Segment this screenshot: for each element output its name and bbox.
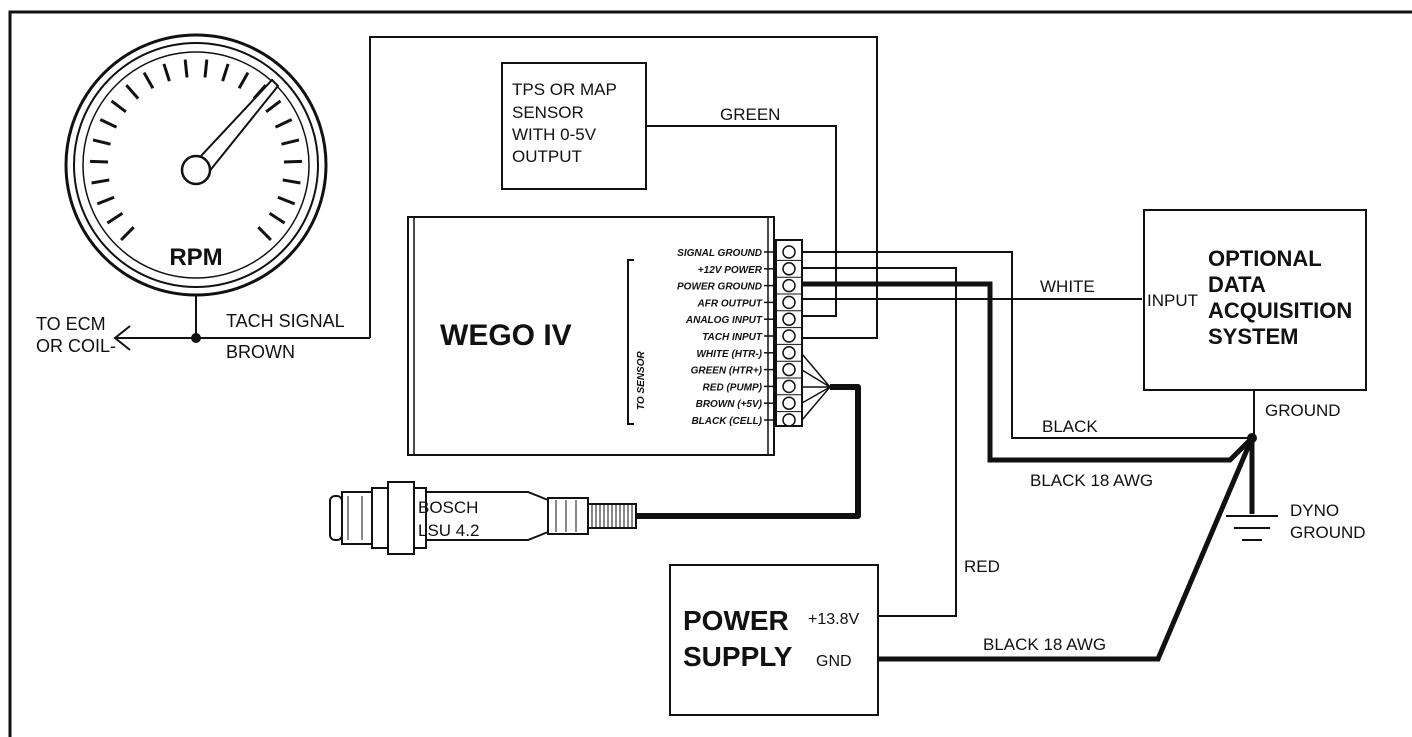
pin-label: TACH INPUT [702,332,763,343]
brown-wire-label: BROWN [226,342,295,362]
terminal-screw [782,262,796,276]
black-wire-label: BLACK [1042,417,1098,436]
dyno-label-line2: GROUND [1290,523,1366,542]
terminal-screw [782,312,796,326]
tps-map-sensor-box [501,62,647,190]
bosch-label-line2: LSU 4.2 [418,521,479,540]
gauge-tick [142,71,155,90]
page-border [8,10,1412,737]
das-line-2: DATA [1208,272,1266,297]
sensor-bracket [627,259,634,425]
arrow-left-icon [113,325,131,351]
pin-label: WHITE (HTR-) [696,349,762,360]
red-wire-label: RED [964,557,1000,576]
gauge-label: RPM [169,244,222,271]
gauge-tick [237,71,250,90]
gauge-tick [96,195,115,206]
ecm-label-line1: TO ECM [36,314,106,334]
gauge-tick [257,226,273,242]
das-line-1: OPTIONAL [1208,246,1322,271]
gauge-tick [162,63,171,82]
bosch-o2-sensor [329,481,637,555]
gauge-tick [221,63,230,82]
to-sensor-label: TO SENSOR [636,351,647,410]
terminal-screw [782,379,796,394]
power-supply-line2: SUPPLY [683,641,793,672]
supply-ground-wire [878,437,1255,662]
gauge-tick [90,159,109,164]
pin-label: ANALOG INPUT [685,315,763,326]
gauge-tick [283,159,302,164]
das-line-3: ACQUISITION [1208,298,1352,323]
signal-ground-wire [802,251,1248,439]
pin-label: POWER GROUND [677,282,762,293]
green-wire-label: GREEN [720,105,780,124]
red-wire [802,267,957,617]
terminal-screw [782,295,796,310]
terminal-screw [782,362,796,377]
gauge-tick [203,59,209,78]
sensor-harness [636,353,861,519]
wire-runs [802,251,1255,662]
ecm-label-line2: OR COIL- [36,336,116,356]
pin-label: SIGNAL GROUND [677,248,762,259]
power-ground-wire [802,281,1254,463]
terminal-screw [782,346,796,360]
das-input-label: INPUT [1147,291,1198,310]
das-line-4: SYSTEM [1208,324,1298,349]
tach-signal-wire [113,36,878,351]
gauge-tick [274,118,293,129]
ground-junction [1247,433,1257,443]
gauge-hub [180,154,212,186]
gauge-tick [110,99,127,114]
gauge-tick [277,195,296,206]
gauge-tick [268,212,286,225]
pin-label: AFR OUTPUT [697,298,763,309]
terminal-screw [782,329,796,343]
black18-top-label: BLACK 18 AWG [1030,471,1153,490]
pin-label: GREEN (HTR+) [691,366,763,377]
tach-signal-label: TACH SIGNAL [226,311,345,331]
das-ground-label: GROUND [1265,401,1341,420]
terminal-screw [782,245,796,259]
terminal-screw [782,278,796,293]
sensor-line-1: TPS OR MAP [512,80,617,99]
pin-label: +12V POWER [698,265,763,276]
gauge-tick [125,84,140,100]
pin-labels: SIGNAL GROUND +12V POWER POWER GROUND AFR O… [677,245,802,427]
pin-label: RED (PUMP) [703,382,763,393]
positive-terminal-label: +13.8V [808,611,859,628]
black18-bottom-label: BLACK 18 AWG [983,635,1106,654]
gauge-tick [91,178,110,185]
gauge-tick [281,138,300,146]
gauge-tick [183,59,189,78]
white-wire-label: WHITE [1040,277,1095,296]
tachometer-gauge: RPM [64,33,328,338]
gauge-tick [119,226,135,242]
gauge-tick [99,118,118,129]
data-acquisition-box [1143,209,1367,391]
gauge-ticks [90,59,302,242]
terminal-screw [782,413,796,427]
sensor-line-3: WITH 0-5V [512,125,597,144]
gauge-tick [106,212,124,225]
gauge-tick [92,138,111,146]
sensor-line-2: SENSOR [512,103,584,122]
gauge-tick [265,99,282,114]
sensor-line-4: OUTPUT [512,147,582,166]
pin-label: BLACK (CELL) [691,416,762,427]
pin-label: BROWN (+5V) [696,399,763,410]
bosch-label-line1: BOSCH [418,498,478,517]
gnd-terminal-label: GND [816,653,852,670]
power-supply-box [669,564,879,716]
terminal-screw [782,396,796,410]
gauge-tick [282,178,301,185]
dyno-ground-icon [1226,515,1278,541]
wego-title: WEGO IV [440,319,572,352]
power-supply-line1: POWER [683,605,789,636]
dyno-label-line1: DYNO [1290,501,1339,520]
